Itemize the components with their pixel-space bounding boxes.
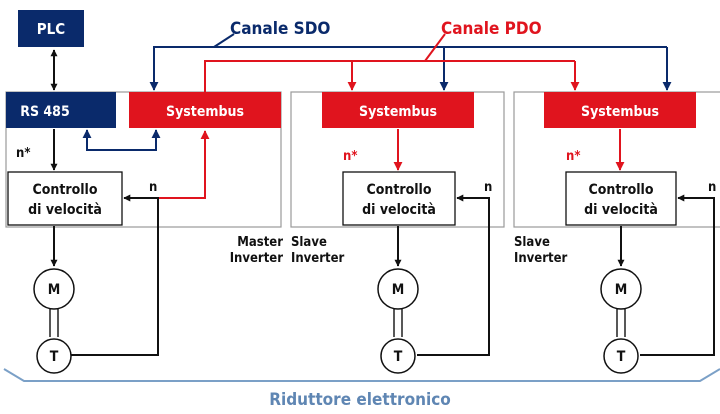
master-inverter-label-1: Master <box>237 235 283 250</box>
sdo-channel-line <box>153 46 667 70</box>
canale-sdo-label: Canale SDO <box>230 19 330 39</box>
slave2-inverter-label-1: Slave <box>514 235 550 250</box>
systembus-master-label: Systembus <box>166 104 244 120</box>
master-motor <box>33 268 75 310</box>
slave1-tacho <box>380 338 416 374</box>
caption: Riduttore elettronico <box>269 390 451 410</box>
systembus-slave1-label: Systembus <box>359 104 437 120</box>
slave2-inverter-label-2: Inverter <box>514 251 568 266</box>
slave1-motor-label: M <box>392 282 405 298</box>
rs485-systembus-link <box>82 129 161 151</box>
master-controller-line2: di velocità <box>28 202 102 218</box>
slave2-n-label: n <box>708 180 716 195</box>
plc-label: PLC <box>37 20 65 38</box>
master-tacho-feedback <box>70 194 159 356</box>
slave1-tacho-label: T <box>394 349 403 365</box>
slave2-motor-label: M <box>615 282 628 298</box>
master-inverter-label-2: Inverter <box>230 251 284 266</box>
slave2-controller-line1: Controllo <box>588 182 653 198</box>
slave1-inverter-label-2: Inverter <box>291 251 345 266</box>
master-n-to-systembus <box>158 130 210 199</box>
master-speed-controller <box>7 171 123 226</box>
pdo-channel-line <box>204 60 575 92</box>
master-nstar-label: n* <box>16 146 30 161</box>
plc-box <box>18 10 84 47</box>
canale-pdo-label: Canale PDO <box>441 19 542 39</box>
systembus-slave2-box <box>544 92 696 128</box>
slave1-n-label: n <box>484 180 492 195</box>
rs485-label: RS 485 <box>20 104 69 120</box>
master-controller-line1: Controllo <box>32 182 97 198</box>
systembus-slave1-box <box>322 92 474 128</box>
master-tacho-label: T <box>50 349 59 365</box>
slave2-speed-controller <box>565 171 677 226</box>
slave1-controller-line2: di velocità <box>362 202 436 218</box>
slave1-speed-controller <box>342 171 456 226</box>
slave1-tacho-feedback <box>417 194 490 356</box>
slave1-inverter-label-1: Slave <box>291 235 327 250</box>
sdo-pointer <box>213 33 235 48</box>
rs485-box <box>6 92 116 128</box>
slave1-controller-line1: Controllo <box>366 182 431 198</box>
slave2-nstar-label: n* <box>566 149 580 164</box>
systembus-master-box <box>129 92 281 128</box>
slave1-nstar-label: n* <box>343 149 357 164</box>
slave2-tacho <box>603 338 639 374</box>
systembus-slave2-label: Systembus <box>581 104 659 120</box>
master-motor-label: M <box>48 282 61 298</box>
slave2-controller-line2: di velocità <box>584 202 658 218</box>
slave2-tacho-label: T <box>617 349 626 365</box>
slave1-motor <box>377 268 419 310</box>
master-n-label: n <box>149 180 157 195</box>
slave2-motor <box>600 268 642 310</box>
master-tacho <box>36 338 72 374</box>
pdo-pointer <box>424 33 446 62</box>
slave2-tacho-feedback <box>640 194 715 356</box>
electronic-gear-bracket <box>3 368 720 382</box>
